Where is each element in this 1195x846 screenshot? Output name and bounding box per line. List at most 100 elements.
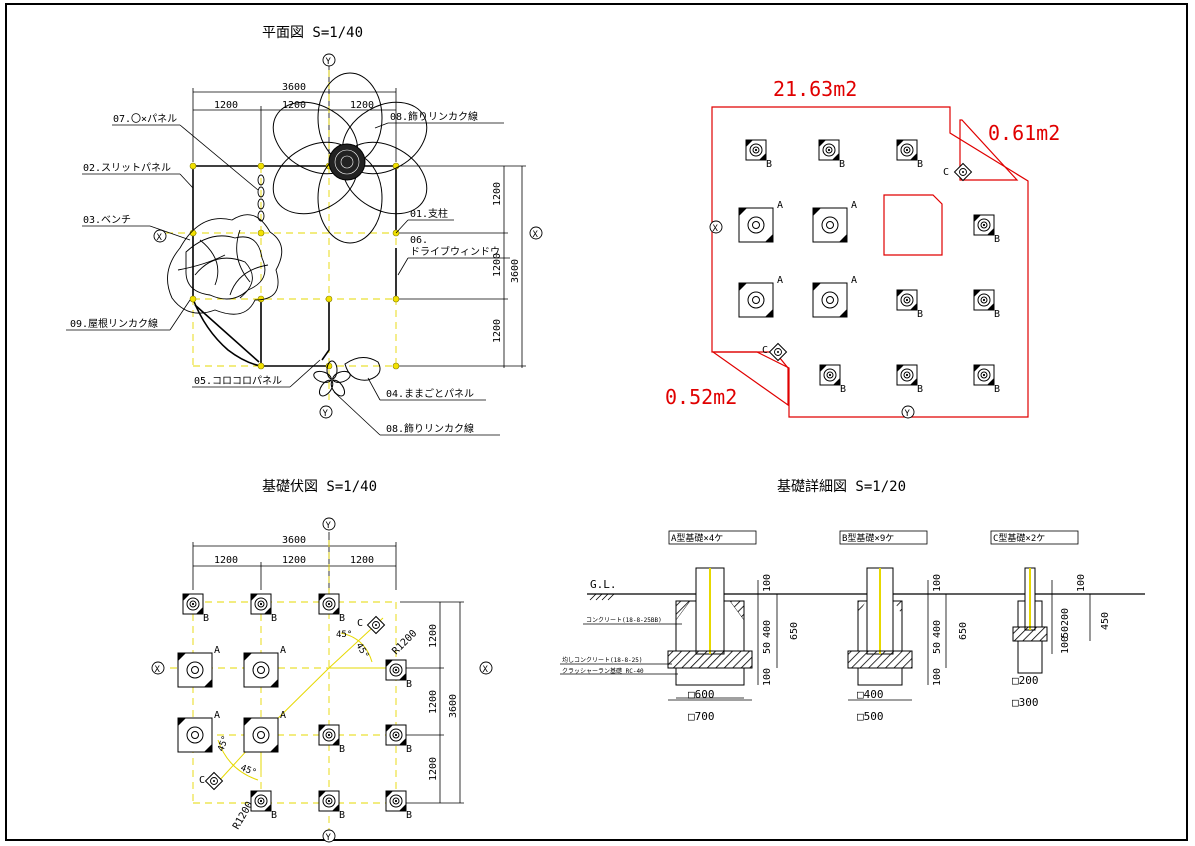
detail-a: □600 □700 100 400 50 100 650 [667,567,800,723]
svg-text:C: C [943,167,949,178]
svg-text:均しコンクリート(18-8-25): 均しコンクリート(18-8-25) [562,656,643,664]
svg-text:□300: □300 [1012,696,1039,709]
fp-dim-total: 3600 [282,535,306,546]
svg-text:A型基礎×4ケ: A型基礎×4ケ [671,532,723,544]
label-05: 05.コロコロパネル [194,375,282,387]
label-02: 02.スリットパネル [83,162,171,174]
detail-b: □400 □500 100 400 50 100 650 [847,567,969,723]
plan-dim-2: 1200 [282,100,306,111]
decorative-flower [272,72,428,244]
svg-text:B: B [994,234,1000,245]
area-axis-x: X [709,220,723,234]
svg-text:□400: □400 [857,688,884,701]
svg-text:650: 650 [958,622,969,640]
plan-axis-x-right: X [529,226,543,240]
svg-text:Y: Y [905,409,911,419]
label-01: 01.支柱 [410,207,448,220]
svg-text:C型基礎×2ケ: C型基礎×2ケ [993,532,1045,544]
plan-axis-y-bottom: Y [319,405,333,419]
label-08-bottom: 08.飾りリンカク線 [386,422,474,435]
label-04: 04.ままごとパネル [386,387,474,400]
angle-1: 45° [336,630,352,640]
svg-text:B: B [917,309,923,320]
area-top-right: 0.61m2 [988,121,1060,145]
svg-text:100: 100 [932,668,943,686]
plan-dim-1: 1200 [214,100,238,111]
plan-vdim-total: 3600 [510,259,521,283]
fp-vdim-total: 3600 [448,694,459,718]
svg-text:Y: Y [323,409,329,419]
plan-vdim-1: 1200 [492,182,503,206]
svg-text:B: B [271,613,277,624]
svg-text:□700: □700 [688,710,715,723]
svg-text:Y: Y [326,521,332,531]
svg-text:B: B [271,810,277,821]
svg-text:X: X [713,224,719,234]
radius-1: R1200 [390,628,419,657]
foundation-plan-title: 基礎伏図 S=1/40 [262,478,377,495]
svg-text:A: A [777,275,783,286]
fp-footings: B B B A A B A A B B B B B C C [177,593,412,821]
fp-dim-2: 1200 [282,555,306,566]
label-06-num: 06. [410,235,428,246]
svg-text:A: A [214,645,220,656]
foundation-detail-title: 基礎詳細図 S=1/20 [777,478,906,495]
fp-dim-3: 1200 [350,555,374,566]
svg-text:□500: □500 [857,710,884,723]
fp-vdim-3: 1200 [428,757,439,781]
svg-text:□200: □200 [1012,674,1039,687]
angle-3: 45° [216,734,231,753]
svg-text:Y: Y [326,57,332,67]
label-03: 03.ベンチ [83,214,131,226]
svg-text:200: 200 [1060,608,1071,626]
fp-axis-x-right: X [479,661,493,675]
svg-text:100: 100 [762,668,773,686]
svg-text:□600: □600 [688,688,715,701]
plan-posts [189,162,400,370]
type-labels: A型基礎×4ケ B型基礎×9ケ C型基礎×2ケ [668,530,1079,545]
svg-text:B: B [406,744,412,755]
small-flower [313,357,381,397]
roof-outline [167,214,283,315]
plan-axis-y-top: Y [322,53,336,67]
svg-text:B: B [840,384,846,395]
svg-text:A: A [214,710,220,721]
svg-text:50: 50 [932,642,943,654]
area-footings: B B B A A B A A B B B B B C C [738,139,1000,395]
detail-c: □200 □300 100 200 50 100 450 [1012,567,1111,709]
svg-text:X: X [155,665,161,675]
area-bottom-left: 0.52m2 [665,385,737,409]
svg-text:C: C [199,775,205,786]
plan-vdim-2: 1200 [492,253,503,277]
svg-text:B: B [203,613,209,624]
svg-text:B: B [339,810,345,821]
plan-dim-3: 1200 [350,100,374,111]
svg-text:X: X [533,230,539,240]
svg-text:B: B [406,810,412,821]
angle-2: 45° [353,642,370,661]
label-09: 09.屋根リンカク線 [70,317,158,330]
svg-text:50: 50 [1060,626,1071,638]
svg-text:B: B [994,309,1000,320]
svg-text:クラッシャーラン基礎 RC-40: クラッシャーラン基礎 RC-40 [562,667,644,675]
svg-text:A: A [777,200,783,211]
drawing-frame [5,3,1188,841]
label-07: 07.〇×パネル [113,113,177,125]
plan-dim-total: 3600 [282,82,306,93]
area-main: 21.63m2 [773,77,857,101]
fp-axis-y-bottom: Y [322,829,336,843]
svg-text:C: C [357,618,363,629]
svg-text:100: 100 [1060,636,1071,654]
svg-text:X: X [483,665,489,675]
svg-text:X: X [157,233,163,243]
svg-text:B: B [406,679,412,690]
svg-text:B: B [339,744,345,755]
material-labels: コンクリート(18-8-25BB) 均しコンクリート(18-8-25) クラッシ… [560,617,682,675]
label-06: ドライブウィンドウ [410,245,500,258]
svg-text:C: C [762,345,768,356]
svg-text:コンクリート(18-8-25BB): コンクリート(18-8-25BB) [586,617,662,624]
svg-text:100: 100 [1076,574,1087,592]
svg-text:450: 450 [1100,612,1111,630]
angle-4: 45° [239,763,258,778]
plan-axis-x-left: X [153,229,167,243]
